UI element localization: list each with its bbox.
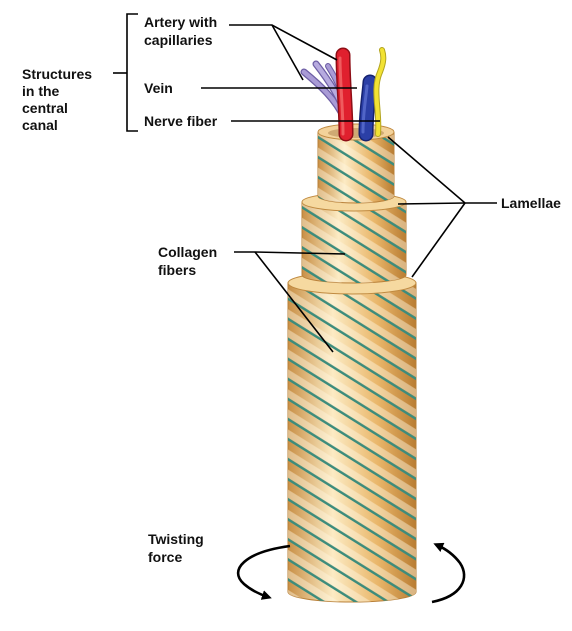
leader-lines: [201, 24, 497, 353]
collagen-fibers-label: Collagen fibers: [158, 244, 221, 278]
collagen-line-1: Collagen: [158, 244, 217, 260]
inner-lamella: [317, 123, 395, 204]
twisting-force-label: Twisting force: [148, 531, 208, 565]
lamellae-label: Lamellae: [501, 195, 561, 211]
middle-lamella: [301, 192, 407, 284]
structures-label: Structures in the central canal: [22, 66, 96, 133]
twisting-line-2: force: [148, 549, 182, 565]
structures-line-2: in the: [22, 83, 60, 99]
artery: [335, 47, 354, 142]
twisting-arrows: [237, 542, 466, 604]
structures-line-3: central: [22, 100, 68, 116]
vein-label: Vein: [144, 80, 173, 96]
collagen-line-2: fibers: [158, 262, 196, 278]
central-canal-bracket: [113, 13, 138, 132]
structures-line-1: Structures: [22, 66, 92, 82]
artery-line-2: capillaries: [144, 32, 213, 48]
vein: [358, 74, 378, 142]
artery-line-1: Artery with: [144, 14, 217, 30]
nerve-fiber: [373, 47, 387, 137]
artery-label: Artery with capillaries: [144, 14, 221, 48]
structures-line-4: canal: [22, 117, 58, 133]
nerve-fiber-label: Nerve fiber: [144, 113, 218, 129]
outer-lamella: [287, 271, 417, 603]
twisting-line-1: Twisting: [148, 531, 204, 547]
